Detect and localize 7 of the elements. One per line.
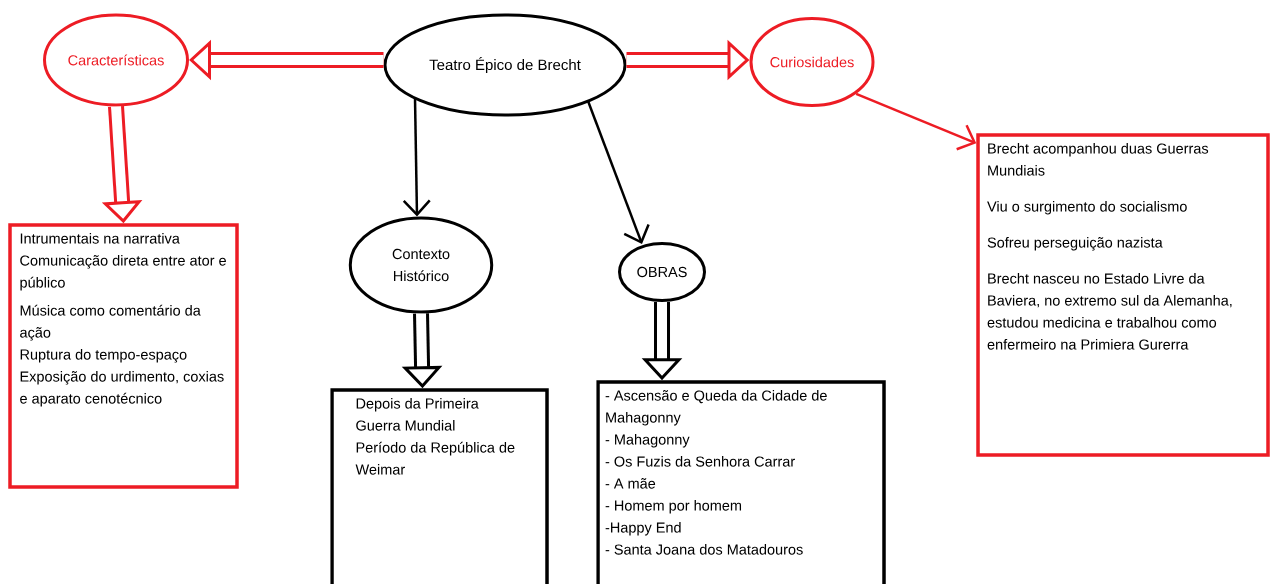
text-box: Depois da Primeira Guerra Mundial Período da República de Weimar [330, 388, 549, 584]
arrow [402, 97, 431, 217]
text-box: - Ascensão e Queda da Cidade de Mahagonny - Mahagonny - Os Fuzis da Senhora Carrar - A mãe - Homem por homem -Happy End - Santa Joana dos Matadouros [596, 380, 886, 584]
text-box: Intrumentais na narrativa Comunicação direta entre ator e público Música como comentário da ação Ruptura do tempo-espaço Exposição do urdimento, coxias e aparato cenotécnico [8, 223, 239, 489]
arrow [855, 92, 977, 151]
text-box: Brecht acompanhou duas Guerras Mundiais Viu o surgimento do socialismo Sofreu perseguição nazista Brecht nasceu no Estado Livre da Baviera, no extremo sul da Alemanha, estudou medicina e trabalhou como enfermeiro na Primiera Gurerra [976, 133, 1270, 457]
arrow [586, 100, 650, 244]
